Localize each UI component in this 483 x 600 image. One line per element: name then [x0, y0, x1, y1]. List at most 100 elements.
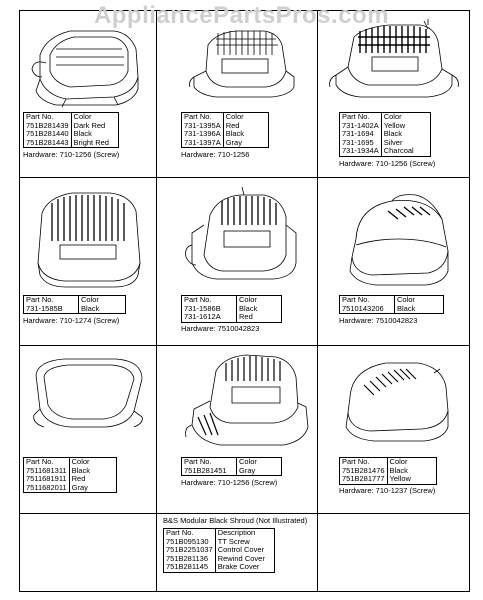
- shroud-illustration: [31, 30, 139, 108]
- shroud-illustration: [37, 192, 141, 288]
- parts-table: Part No. 731-1395A 731-1396A 731-1397A C…: [181, 111, 269, 149]
- part-color: Black: [225, 129, 245, 139]
- part-number: 731-1694: [342, 129, 374, 139]
- part-color: Yellow: [389, 474, 411, 484]
- parts-table: Part No. 751B281451 Color Gray: [181, 456, 282, 477]
- part-number: 751B281451: [184, 465, 227, 475]
- part-number: 751B095130: [166, 536, 209, 546]
- part-color: Black: [397, 303, 416, 313]
- shroud-illustration: [349, 194, 449, 286]
- part-number: 751B281145: [166, 562, 208, 572]
- part-number: 7511682011: [26, 482, 67, 492]
- part-number: 751B281440: [26, 129, 69, 139]
- column-header-color: Color: [383, 112, 402, 121]
- parts-table: Part No. 751B281476 751B281777 Color Bla…: [339, 457, 437, 485]
- grid-divider: [20, 345, 469, 346]
- part-color: Gray: [225, 137, 242, 147]
- hardware-note: Hardware: 710-1274 (Screw): [23, 316, 120, 325]
- part-color: Bright Red: [73, 137, 109, 147]
- hardware-note: Hardware: 710-1256 (Screw): [181, 478, 278, 487]
- part-number: 751B281136: [166, 553, 208, 563]
- shroud-illustration: [185, 354, 309, 446]
- parts-table: Part No. 7510143206 Color Black: [339, 294, 444, 315]
- shroud-illustration: [185, 186, 297, 280]
- part-color: Red: [71, 474, 86, 484]
- part-number: 731-1402A: [342, 120, 379, 130]
- part-description: Control Cover: [217, 545, 264, 555]
- column-header-part-no: Part No.: [184, 112, 212, 121]
- part-number: 751B281443: [26, 137, 69, 147]
- hardware-note: Hardware: 710-1256 (Screw): [339, 159, 436, 168]
- column-header-part-no: Part No.: [342, 112, 370, 121]
- part-color: Red: [225, 120, 240, 130]
- parts-table: Part No. 731-1585B Color Black: [23, 294, 126, 315]
- part-number: 731-1612A: [184, 312, 221, 322]
- part-number: 731-1586B: [184, 303, 221, 313]
- column-header-part-no: Part No.: [26, 295, 54, 304]
- grid-divider: [317, 11, 318, 591]
- part-number: 731-1585B: [26, 303, 63, 313]
- part-color: Black: [239, 303, 258, 313]
- part-number: 751B281476: [342, 465, 385, 475]
- part-color: Gray: [71, 482, 88, 492]
- shroud-illustration: [189, 30, 295, 98]
- part-number: 751B281777: [342, 474, 385, 484]
- shroud-illustration: [33, 358, 143, 428]
- part-description: Brake Cover: [217, 562, 260, 572]
- column-header-color: Color: [81, 295, 99, 304]
- hardware-note: Hardware: 7510042823: [181, 324, 260, 333]
- column-header-color: Color: [397, 295, 415, 304]
- part-color: Black: [383, 129, 403, 139]
- column-header-part-no: Part No.: [166, 528, 194, 537]
- grid-divider: [20, 177, 469, 178]
- part-color: Yellow: [383, 120, 406, 130]
- part-number: 731-1695: [342, 137, 374, 147]
- column-header-part-no: Part No.: [184, 295, 212, 304]
- column-header-color: Color: [71, 457, 90, 466]
- column-header-part-no: Part No.: [342, 457, 370, 466]
- parts-table: Part No. 731-1586B 731-1612A Color Black…: [181, 295, 282, 323]
- parts-table: Part No. 731-1402A 731-1694 731-1695 731…: [339, 112, 431, 157]
- column-header-color: Color: [225, 112, 244, 121]
- part-color: Gray: [239, 465, 256, 475]
- part-color: Silver: [383, 137, 403, 147]
- column-header-color: Color: [73, 112, 92, 121]
- part-number: 731-1396A: [184, 129, 221, 139]
- part-color: Black: [71, 465, 90, 475]
- shroud-illustration: [345, 362, 449, 442]
- part-number: 7511681911: [26, 474, 67, 484]
- watermark: AppliancePartsPros.com: [93, 2, 390, 29]
- grid-divider: [156, 11, 157, 591]
- part-color: Black: [81, 303, 100, 313]
- column-header-color: Color: [239, 295, 257, 304]
- hardware-note: Hardware: 710-1256: [181, 150, 250, 159]
- part-color: Black: [73, 129, 92, 139]
- column-header-part-no: Part No.: [26, 112, 54, 121]
- column-header-description: Description: [217, 528, 256, 537]
- part-description: TT Screw: [217, 536, 250, 546]
- part-color: Red: [239, 312, 253, 322]
- part-color: Charcoal: [383, 146, 414, 156]
- hardware-note: Hardware: 710-1256 (Screw): [23, 150, 120, 159]
- part-number: 7511681311: [26, 465, 67, 475]
- part-number: 731-1395A: [184, 120, 221, 130]
- column-header-part-no: Part No.: [26, 457, 54, 466]
- grid-divider: [20, 513, 469, 514]
- part-color: Black: [389, 465, 408, 475]
- part-color: Dark Red: [73, 120, 106, 130]
- bs-shroud-title: B&S Modular Black Shroud (Not Illustrate…: [163, 516, 308, 525]
- column-header-part-no: Part No.: [184, 457, 212, 466]
- part-description: Rewind Cover: [217, 553, 265, 563]
- hardware-note: Hardware: 7510042823: [339, 316, 418, 325]
- part-number: 731-1397A: [184, 137, 221, 147]
- shroud-illustration: [329, 19, 459, 98]
- column-header-color: Color: [389, 457, 408, 466]
- column-header-color: Color: [239, 457, 257, 466]
- hardware-note: Hardware: 710-1237 (Screw): [339, 486, 436, 495]
- parts-grid: Part No. 751B281439 751B281440 751B28144…: [19, 10, 470, 592]
- parts-table: Part No. 751B281439 751B281440 751B28144…: [23, 111, 119, 149]
- part-number: 7510143206: [342, 303, 384, 313]
- part-number: 751B281439: [26, 120, 69, 130]
- part-number: 751B2251037: [166, 545, 213, 555]
- bs-parts-table: Part No. 751B095130 751B2251037 751B2811…: [163, 528, 275, 573]
